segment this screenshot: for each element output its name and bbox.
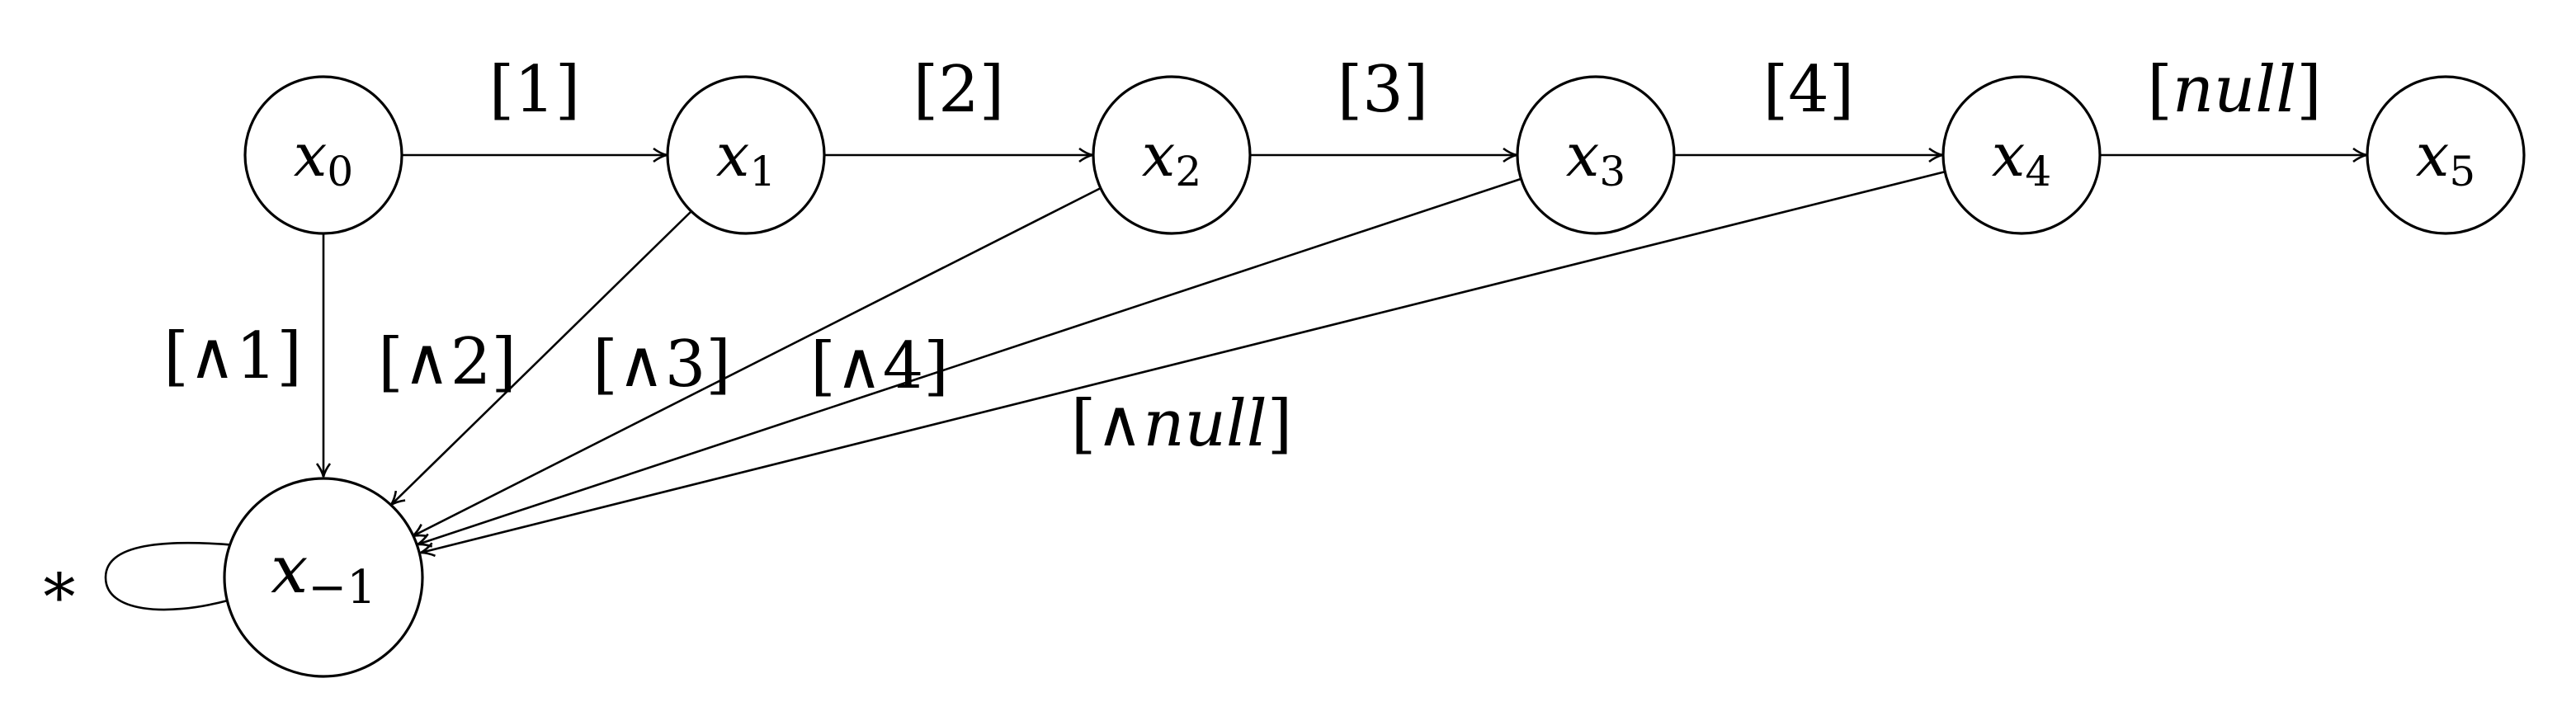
edge-label-x0-xm1: [∧1] — [163, 319, 302, 393]
edge-x2-xm1 — [412, 186, 1102, 538]
edge-x1-xm1 — [389, 210, 692, 506]
node-x2: x2 — [1092, 75, 1252, 235]
node-x5: x5 — [2366, 75, 2526, 235]
node-x0: x0 — [243, 75, 403, 235]
self-loop-xm1 — [104, 539, 263, 611]
edge-label-x1-xm1: [∧2] — [378, 325, 517, 399]
node-x4: x4 — [1941, 75, 2102, 235]
node-xm1: x−1 — [223, 477, 424, 678]
node-x3: x3 — [1516, 75, 1676, 235]
edge-label-x4-x5: [null] — [2147, 53, 2321, 127]
svg-text:x3: x3 — [1566, 120, 1625, 195]
svg-text:x1: x1 — [716, 120, 776, 195]
node-x1: x1 — [666, 75, 826, 235]
edge-label-x2-xm1: [∧3] — [592, 327, 731, 402]
edge-label-x0-x1: [1] — [489, 53, 581, 127]
edge-label-x3-xm1: [∧4] — [810, 329, 949, 403]
edge-x4-xm1 — [420, 170, 1946, 558]
edge-x3-xm1 — [417, 177, 1524, 548]
svg-text:x5: x5 — [2416, 120, 2475, 195]
edge-label-x1-x2: [2] — [913, 53, 1005, 127]
edge-label-x3-x4: [4] — [1763, 53, 1855, 127]
svg-text:x−1: x−1 — [271, 531, 376, 615]
svg-text:x4: x4 — [1992, 120, 2051, 195]
self-loop-label: ∗ — [37, 548, 81, 622]
edge-label-x4-xm1: [∧null] — [1071, 387, 1292, 461]
svg-text:x2: x2 — [1142, 120, 1201, 195]
edge-label-x2-x3: [3] — [1338, 53, 1429, 127]
svg-text:x0: x0 — [294, 120, 353, 195]
